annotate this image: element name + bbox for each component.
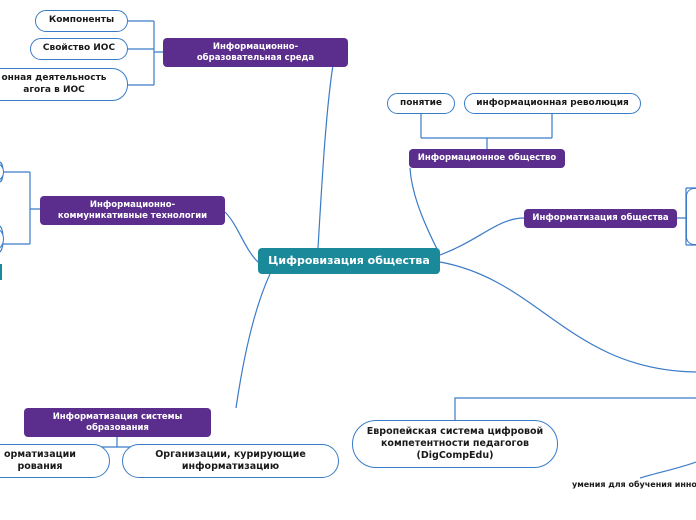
edge-bottom-right	[639, 461, 696, 479]
ios-child-activity[interactable]: онная деятельность агога в ИОС	[0, 68, 128, 101]
edge-central-info-edu	[235, 273, 271, 409]
branch-ikt[interactable]: Информационно- коммуникативные технологи…	[40, 196, 225, 225]
left-fragment-green	[0, 264, 2, 280]
central-node[interactable]: Цифровизация общества	[258, 248, 440, 274]
edge-ikt-bracket	[0, 171, 40, 245]
ios-child-components[interactable]: Компоненты	[35, 10, 128, 32]
informatization-child-partial[interactable]	[686, 188, 696, 245]
branch-info-edu[interactable]: Информатизация системы образования	[24, 408, 211, 437]
branch-info-society[interactable]: Информационное общество	[409, 149, 565, 168]
digcomp-node[interactable]: Европейская система цифровой компетентно…	[352, 420, 558, 468]
edge-central-informatization	[439, 217, 525, 256]
edge-central-info-society	[409, 167, 441, 256]
edge-society-bracket	[420, 114, 553, 158]
info-edu-child-orgs[interactable]: Организации, курирующие информатизацию	[122, 444, 339, 478]
edge-digcomp-bracket	[454, 397, 696, 420]
edge-central-right	[439, 261, 696, 373]
bottom-right-label: умения для обучения иннова	[572, 480, 696, 489]
edge-central-ios	[317, 64, 334, 249]
edge-ios-bracket	[128, 20, 163, 86]
ios-child-property[interactable]: Свойство ИОС	[30, 38, 128, 60]
edge-info-edu-bracket	[9, 437, 231, 460]
society-child-concept[interactable]: понятие	[387, 93, 455, 114]
info-edu-child-left[interactable]: орматизации рования	[0, 444, 110, 478]
branch-ios[interactable]: Информационно- образовательная среда	[163, 38, 348, 67]
edge-central-ikt	[224, 211, 259, 263]
society-child-revolution[interactable]: информационная революция	[464, 93, 641, 114]
branch-informatization[interactable]: Информатизация общества	[524, 209, 677, 228]
